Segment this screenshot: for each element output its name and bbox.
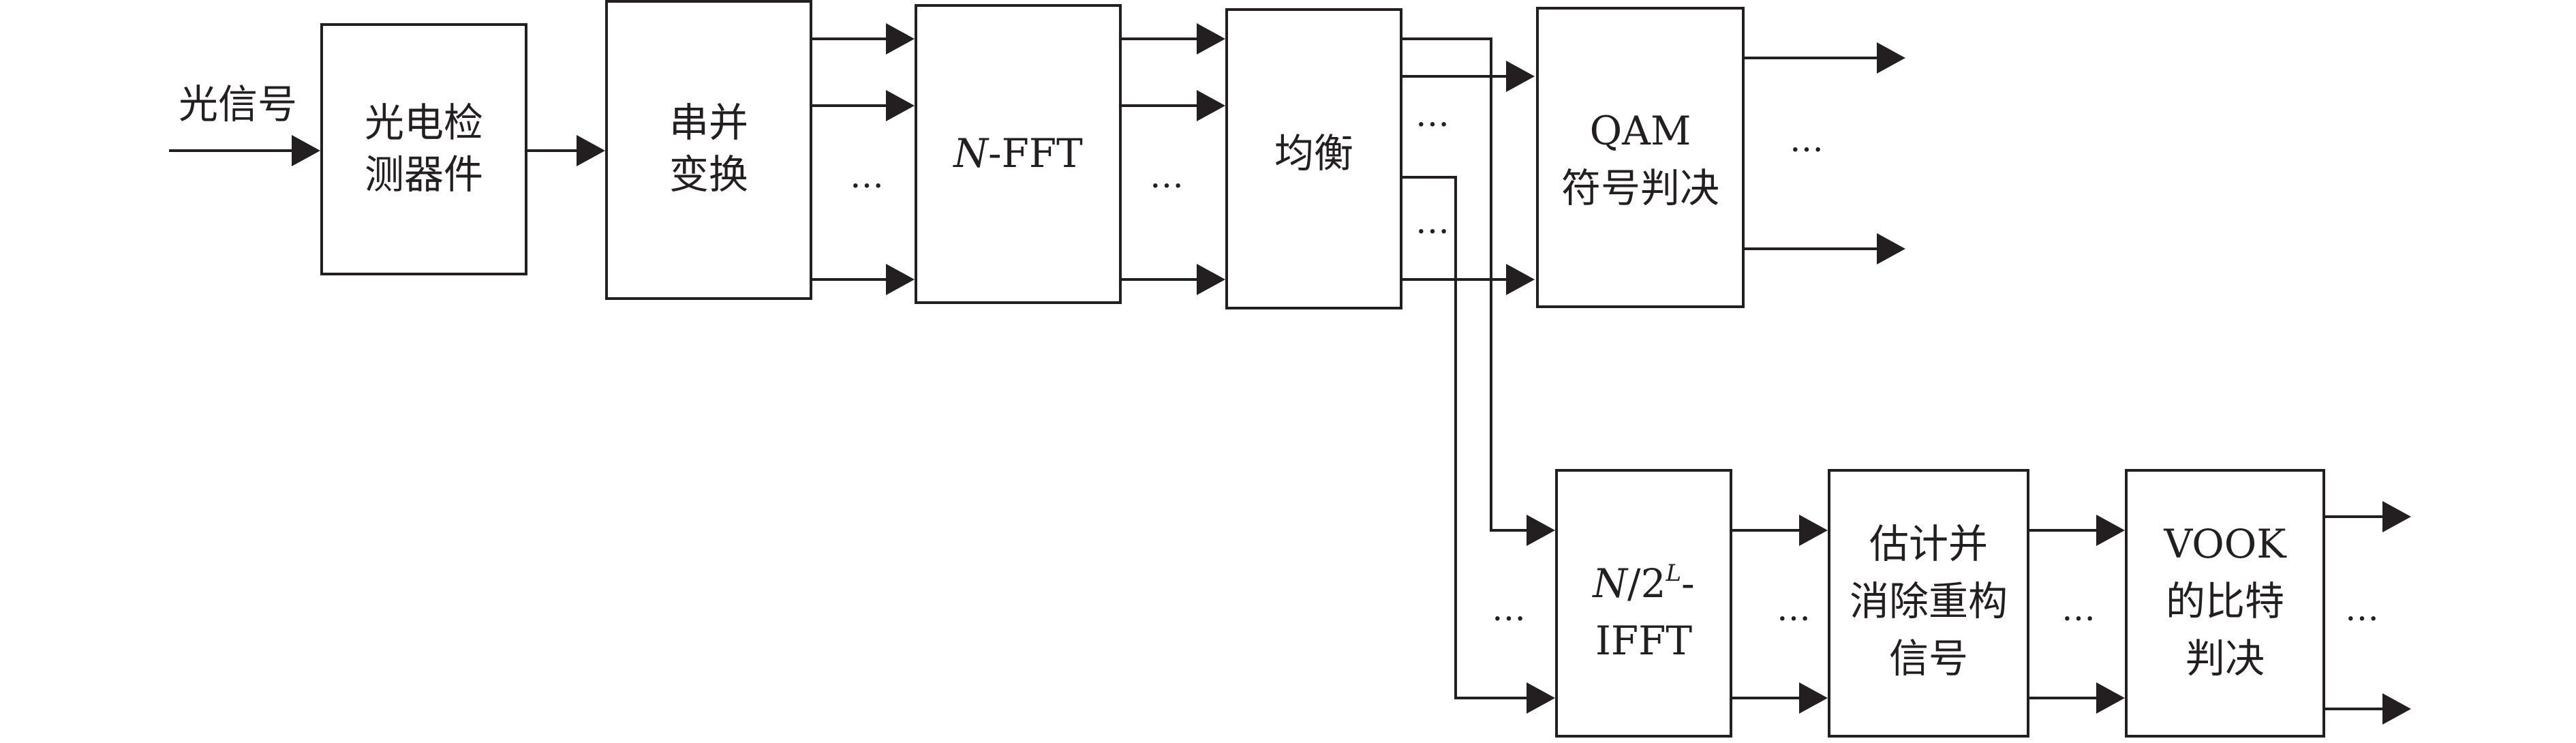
vook-decision-label-line2: 的比特 bbox=[2166, 578, 2284, 624]
photodetector-block bbox=[320, 23, 527, 275]
est-to-vook-arrowhead-top bbox=[2096, 515, 2125, 546]
sp-to-fft-ellipsis: … bbox=[850, 156, 884, 196]
sp-to-fft-arrowhead-bottom bbox=[886, 264, 915, 295]
eq-to-ifft-arrowhead-top bbox=[1527, 515, 1555, 546]
qam-out-arrowhead-top bbox=[1877, 42, 1905, 74]
fft-to-eq-arrowhead-top bbox=[1197, 23, 1225, 55]
fft-label-rest: -FFT bbox=[988, 130, 1083, 177]
pd-to-sp-arrowhead bbox=[577, 135, 605, 166]
ifft-label-mid: /2 bbox=[1627, 560, 1666, 607]
vook-decision-label-line1: VOOK bbox=[2163, 521, 2287, 567]
fft-block bbox=[915, 4, 1122, 304]
est-to-vook-arrowhead-bottom bbox=[2096, 682, 2125, 714]
eq-to-qam-arrowhead-top bbox=[1506, 61, 1535, 92]
sp-to-fft-arrowhead-mid bbox=[886, 90, 915, 121]
ifft-label-dash: - bbox=[1681, 560, 1695, 607]
est-to-vook-ellipsis: … bbox=[2061, 589, 2096, 628]
estimate-cancel-block bbox=[1828, 469, 2029, 738]
fft-to-eq-arrowhead-mid bbox=[1197, 90, 1225, 121]
fft-to-eq-ellipsis: … bbox=[1150, 156, 1184, 196]
eq-to-ifft-arrowhead-bottom bbox=[1527, 682, 1555, 714]
ifft-label-n: N bbox=[1591, 560, 1629, 607]
qam-out-arrowhead-bottom bbox=[1877, 233, 1905, 264]
estimate-cancel-label-line2: 消除重构 bbox=[1850, 578, 2008, 624]
fft-label: N-FFT bbox=[952, 130, 1083, 177]
eq-to-ifft-wire-top bbox=[1401, 37, 1527, 532]
input-label: 光信号 bbox=[179, 81, 297, 127]
serial-parallel-label-line2: 变换 bbox=[669, 151, 748, 198]
serial-parallel-block bbox=[605, 0, 812, 300]
vook-out-arrowhead-top bbox=[2382, 501, 2411, 532]
qam-decision-label-line1: QAM bbox=[1590, 108, 1691, 154]
vook-decision-label-line3: 判决 bbox=[2186, 635, 2265, 682]
eq-to-ifft-wire-bottom bbox=[1401, 176, 1527, 699]
equalizer-block bbox=[1225, 8, 1402, 309]
input-arrowhead bbox=[292, 135, 320, 166]
vook-decision-block bbox=[2125, 469, 2325, 738]
eq-to-ifft-ellipsis: … bbox=[1492, 589, 1526, 628]
estimate-cancel-label-line1: 估计并 bbox=[1869, 521, 1988, 567]
ifft-to-est-arrowhead-top bbox=[1799, 515, 1828, 546]
estimate-cancel-label-line3: 信号 bbox=[1889, 635, 1968, 682]
ifft-to-est-arrowhead-bottom bbox=[1799, 682, 1828, 714]
equalizer-label: 均衡 bbox=[1274, 130, 1353, 177]
eq-out-ellipsis-lower: … bbox=[1415, 202, 1450, 241]
vook-out-ellipsis: … bbox=[2345, 589, 2379, 628]
ifft-block bbox=[1555, 469, 1732, 738]
serial-parallel-label-line1: 串并 bbox=[669, 100, 748, 146]
eq-out-ellipsis-upper: … bbox=[1415, 95, 1450, 134]
sp-to-fft-arrowhead-top bbox=[886, 23, 915, 55]
qam-out-ellipsis: … bbox=[1790, 120, 1824, 160]
fft-to-eq-arrowhead-bottom bbox=[1197, 264, 1225, 295]
photodetector-label-line1: 光电检 bbox=[365, 100, 483, 146]
photodetector-label-line2: 测器件 bbox=[365, 151, 483, 198]
vook-out-arrowhead-bottom bbox=[2382, 693, 2411, 725]
fft-label-n: N bbox=[952, 130, 990, 177]
qam-decision-block bbox=[1536, 7, 1745, 308]
eq-to-qam-arrowhead-bottom bbox=[1506, 264, 1535, 295]
ifft-label-line1: N/2L- bbox=[1591, 560, 1694, 607]
ifft-to-est-ellipsis: … bbox=[1777, 589, 1811, 628]
qam-decision-label-line2: 符号判决 bbox=[1561, 165, 1719, 211]
ifft-label-sup: L bbox=[1666, 560, 1682, 587]
ifft-label-line2: IFFT bbox=[1595, 618, 1692, 664]
